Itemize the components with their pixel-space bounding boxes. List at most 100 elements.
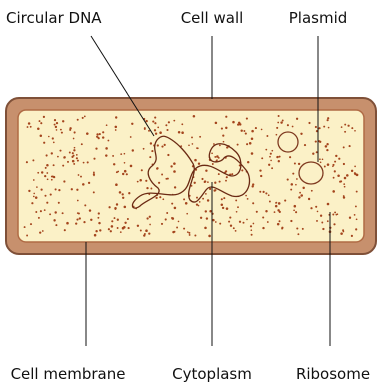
ribosome-dot — [130, 165, 133, 168]
ribosome-dot — [82, 183, 85, 186]
ribosome-dot — [223, 141, 225, 143]
ribosome-dot — [46, 172, 48, 174]
ribosome-label: Ribosome — [296, 365, 370, 383]
ribosome-dot — [343, 163, 345, 165]
ribosome-dot — [40, 122, 42, 124]
ribosome-dot — [102, 131, 104, 133]
ribosome-dot — [355, 228, 357, 230]
ribosome-dot — [287, 179, 289, 181]
ribosome-dot — [148, 232, 150, 234]
ribosome-dot — [52, 137, 54, 139]
ribosome-dot — [276, 127, 278, 129]
ribosome-dot — [270, 160, 272, 162]
ribosome-dot — [292, 126, 294, 128]
ribosome-dot — [165, 218, 167, 220]
ribosome-dot — [60, 129, 62, 131]
ribosome-dot — [259, 191, 261, 193]
ribosome-dot — [214, 156, 216, 158]
ribosome-dot — [205, 193, 207, 195]
ribosome-dot — [166, 212, 168, 214]
ribosome-dot — [167, 154, 169, 156]
ribosome-dot — [205, 210, 207, 212]
ribosome-dot — [340, 232, 343, 235]
ribosome-dot — [115, 126, 118, 129]
ribosome-dot — [55, 188, 57, 190]
ribosome-dot — [156, 167, 158, 169]
ribosome-dot — [207, 181, 209, 183]
ribosome-dot — [168, 121, 170, 123]
ribosome-dot — [102, 136, 104, 138]
ribosome-dot — [148, 130, 150, 132]
ribosome-dot — [183, 228, 185, 230]
ribosome-dot — [57, 156, 59, 158]
ribosome-dot — [294, 162, 296, 164]
ribosome-dot — [270, 153, 272, 155]
ribosome-dot — [237, 124, 239, 126]
ribosome-dot — [79, 217, 81, 219]
ribosome-dot — [28, 190, 30, 192]
ribosome-dot — [326, 143, 328, 145]
ribosome-dot — [161, 223, 163, 225]
ribosome-dot — [159, 196, 161, 198]
ribosome-dot — [114, 207, 117, 210]
ribosome-dot — [346, 174, 349, 177]
ribosome-dot — [202, 198, 204, 200]
plasmid-label: Plasmid — [289, 9, 348, 27]
ribosome-dot — [84, 204, 86, 206]
ribosome-dot — [354, 166, 356, 168]
ribosome-dot — [221, 204, 224, 207]
ribosome-dot — [276, 156, 278, 158]
ribosome-dot — [172, 231, 174, 233]
ribosome-dot — [315, 141, 317, 143]
ribosome-dot — [62, 165, 64, 167]
ribosome-dot — [201, 178, 203, 180]
ribosome-dot — [253, 223, 255, 225]
ribosome-dot — [110, 230, 112, 232]
ribosome-dot — [161, 146, 163, 148]
ribosome-dot — [95, 230, 97, 232]
ribosome-dot — [181, 123, 183, 125]
ribosome-dot — [351, 235, 353, 237]
ribosome-dot — [246, 118, 248, 120]
ribosome-dot — [308, 122, 310, 124]
ribosome-dot — [37, 128, 40, 131]
ribosome-dot — [287, 124, 289, 126]
ribosome-dot — [143, 234, 145, 236]
ribosome-dot — [261, 157, 263, 159]
ribosome-dot — [251, 130, 254, 133]
ribosome-dot — [241, 169, 243, 171]
ribosome-dot — [295, 184, 297, 186]
ribosome-dot — [186, 213, 188, 215]
ribosome-dot — [228, 221, 230, 223]
ribosome-dot — [304, 144, 306, 146]
ribosome-dot — [181, 131, 184, 134]
ribosome-dot — [316, 151, 318, 153]
ribosome-dot — [97, 217, 99, 219]
cell-wall-label: Cell wall — [181, 9, 244, 27]
ribosome-dot — [35, 211, 37, 213]
ribosome-dot — [281, 227, 283, 229]
ribosome-dot — [93, 158, 95, 160]
ribosome-dot — [63, 180, 65, 182]
ribosome-dot — [80, 176, 82, 178]
ribosome-dot — [354, 130, 356, 132]
ribosome-dot — [278, 115, 280, 117]
ribosome-dot — [99, 229, 101, 231]
ribosome-dot — [290, 220, 292, 222]
ribosome-dot — [146, 217, 148, 219]
ribosome-dot — [124, 206, 127, 209]
ribosome-dot — [41, 189, 43, 191]
ribosome-dot — [338, 158, 340, 160]
ribosome-dot — [260, 175, 262, 177]
ribosome-dot — [73, 155, 75, 157]
ribosome-dot — [99, 133, 101, 135]
ribosome-dot — [320, 215, 322, 217]
ribosome-dot — [62, 120, 64, 122]
ribosome-dot — [76, 189, 78, 191]
ribosome-dot — [262, 216, 264, 218]
ribosome-dot — [198, 162, 200, 164]
ribosome-dot — [31, 202, 33, 204]
ribosome-dot — [275, 205, 278, 208]
ribosome-dot — [76, 154, 78, 156]
ribosome-dot — [300, 133, 302, 135]
